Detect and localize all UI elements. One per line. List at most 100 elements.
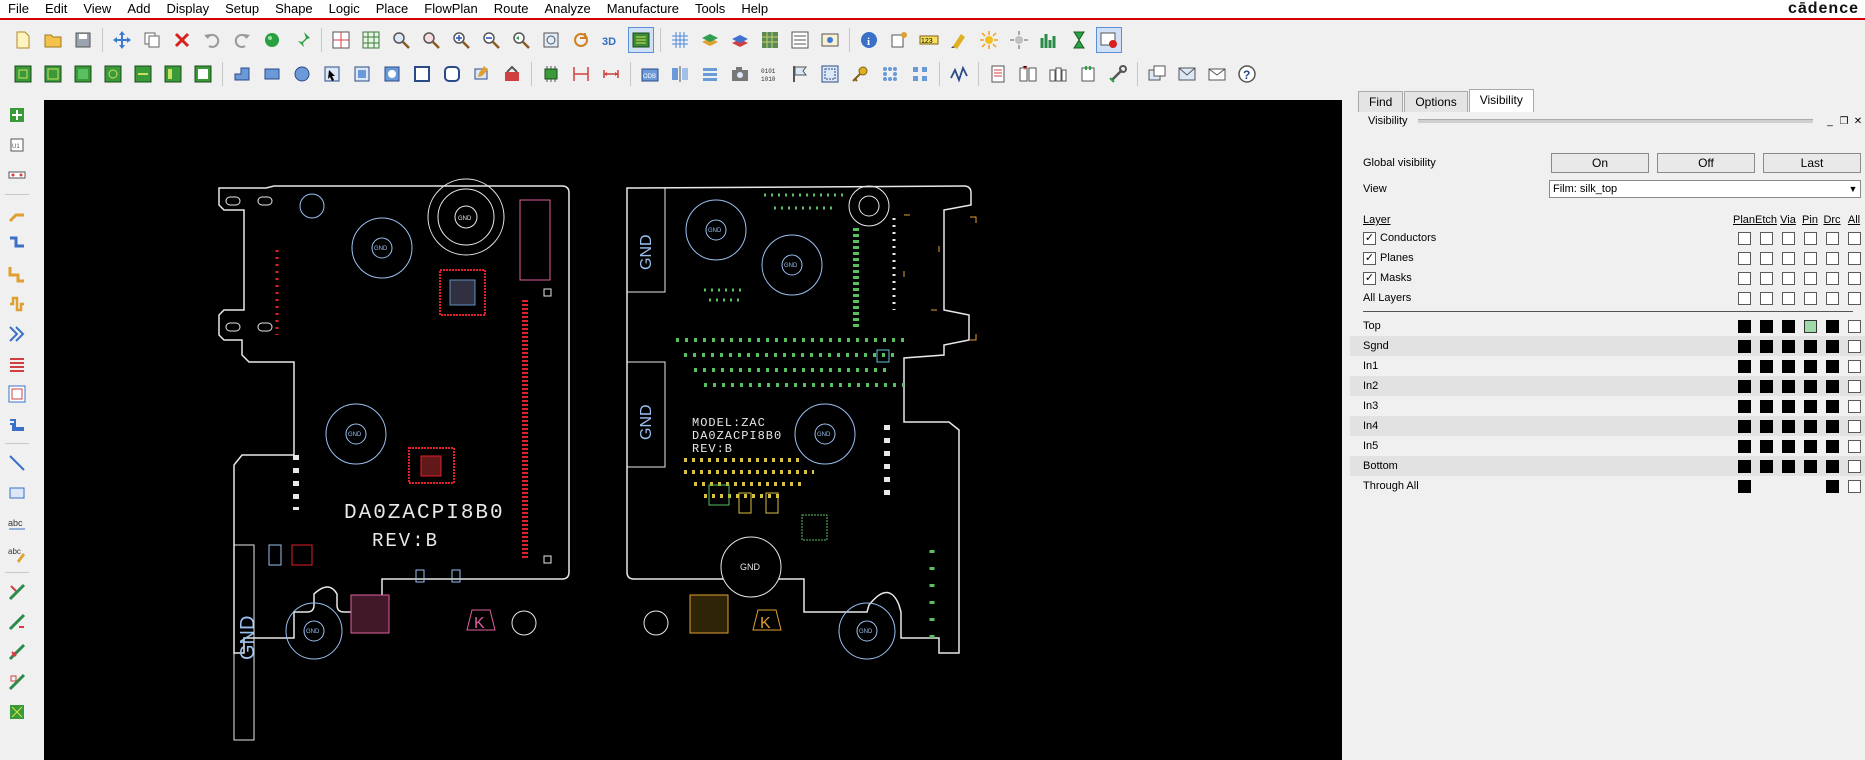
layer-visibility-checkbox[interactable] xyxy=(1825,479,1839,493)
report-icon[interactable] xyxy=(787,27,813,53)
tab-options[interactable]: Options xyxy=(1404,91,1468,112)
layer-visibility-checkbox[interactable] xyxy=(1847,459,1861,473)
shape-rect-icon[interactable] xyxy=(259,61,285,87)
layer-visibility-checkbox[interactable] xyxy=(1847,479,1861,493)
menu-file[interactable]: File xyxy=(8,1,29,16)
layer-group-cell-checkbox[interactable] xyxy=(1803,231,1817,245)
add-component-icon[interactable] xyxy=(4,102,30,128)
layer-color-icon[interactable] xyxy=(697,27,723,53)
zoom-out-icon[interactable] xyxy=(478,27,504,53)
layer-group-cell-checkbox[interactable] xyxy=(1781,291,1795,305)
menu-edit[interactable]: Edit xyxy=(44,1,68,16)
layer-visibility-checkbox[interactable] xyxy=(1781,379,1795,393)
layer-group-cell-checkbox[interactable] xyxy=(1737,251,1751,265)
layer-visibility-checkbox[interactable] xyxy=(1759,459,1773,473)
layer-visibility-checkbox[interactable] xyxy=(1803,319,1817,333)
layer-visibility-checkbox[interactable] xyxy=(1781,399,1795,413)
odb-icon[interactable]: ODB xyxy=(637,61,663,87)
layer-5-icon[interactable] xyxy=(130,61,156,87)
layer-3-icon[interactable] xyxy=(70,61,96,87)
shape-fill-icon[interactable] xyxy=(499,61,525,87)
layer-visibility-checkbox[interactable] xyxy=(1781,459,1795,473)
layer-group-cell-checkbox[interactable] xyxy=(1847,251,1861,265)
grid-toggle-icon[interactable] xyxy=(667,27,693,53)
layer-visibility-checkbox[interactable] xyxy=(1737,319,1751,333)
timing-icon[interactable] xyxy=(1066,27,1092,53)
restore-icon[interactable]: ❐ xyxy=(1839,115,1849,127)
drc-icon[interactable] xyxy=(1096,27,1122,53)
add-text-icon[interactable]: abc xyxy=(4,510,30,536)
cross-section-icon[interactable] xyxy=(697,61,723,87)
zoom-previous-icon[interactable] xyxy=(508,27,534,53)
drc-mark-5-icon[interactable] xyxy=(4,699,30,725)
layer-group-cell-checkbox[interactable] xyxy=(1803,251,1817,265)
layer-visibility-checkbox[interactable] xyxy=(1825,359,1839,373)
layer-visibility-checkbox[interactable] xyxy=(1803,359,1817,373)
grid-layout-icon[interactable] xyxy=(328,27,354,53)
array-icon[interactable] xyxy=(907,61,933,87)
zoom-world-icon[interactable] xyxy=(538,27,564,53)
layer-group-cell-checkbox[interactable] xyxy=(1825,291,1839,305)
layer-group-cell-checkbox[interactable] xyxy=(1759,251,1773,265)
layer-visibility-checkbox[interactable] xyxy=(1759,419,1773,433)
help-icon[interactable]: ? xyxy=(1234,61,1260,87)
layer-group-checkbox[interactable]: ✓ xyxy=(1363,231,1376,245)
board-view-icon[interactable] xyxy=(628,27,654,53)
layer-group-cell-checkbox[interactable] xyxy=(1737,231,1751,245)
layer-visibility-checkbox[interactable] xyxy=(1781,319,1795,333)
connector-icon[interactable] xyxy=(4,162,30,188)
layer-visibility-checkbox[interactable] xyxy=(1825,419,1839,433)
dimension-icon[interactable] xyxy=(568,61,594,87)
shape-step-icon[interactable] xyxy=(229,61,255,87)
layer-group-cell-checkbox[interactable] xyxy=(1781,251,1795,265)
view-select[interactable]: Film: silk_top ▼ xyxy=(1549,180,1861,198)
delete-icon[interactable] xyxy=(169,27,195,53)
layer-visibility-checkbox[interactable] xyxy=(1847,359,1861,373)
fanout-icon[interactable] xyxy=(4,321,30,347)
green-ball-icon[interactable] xyxy=(259,27,285,53)
menu-manufacture[interactable]: Manufacture xyxy=(606,1,679,16)
property-icon[interactable] xyxy=(886,27,912,53)
mirror-icon[interactable] xyxy=(667,61,693,87)
minimize-icon[interactable]: _ xyxy=(1827,115,1833,127)
shape-circle-icon[interactable] xyxy=(289,61,315,87)
layer-visibility-checkbox[interactable] xyxy=(1737,419,1751,433)
menu-add[interactable]: Add xyxy=(127,1,151,16)
tab-find[interactable]: Find xyxy=(1358,91,1404,112)
layer-visibility-checkbox[interactable] xyxy=(1803,379,1817,393)
ifp-icon[interactable] xyxy=(817,27,843,53)
layer-visibility-checkbox[interactable] xyxy=(1737,379,1751,393)
shape-square-icon[interactable] xyxy=(409,61,435,87)
layer-group-cell-checkbox[interactable] xyxy=(1803,271,1817,285)
layer-visibility-checkbox[interactable] xyxy=(1847,339,1861,353)
layer-visibility-checkbox[interactable] xyxy=(1847,399,1861,413)
layer-visibility-checkbox[interactable] xyxy=(1759,359,1773,373)
layer-visibility-checkbox[interactable] xyxy=(1781,439,1795,453)
camera-icon[interactable] xyxy=(727,61,753,87)
board-grid-icon[interactable] xyxy=(757,27,783,53)
dimension-linear-icon[interactable] xyxy=(598,61,624,87)
route-bend-icon[interactable] xyxy=(4,261,30,287)
layer-group-cell-checkbox[interactable] xyxy=(1847,231,1861,245)
delay-tune-icon[interactable] xyxy=(4,291,30,317)
layer-6-icon[interactable] xyxy=(160,61,186,87)
copy-icon[interactable] xyxy=(139,27,165,53)
script-icon[interactable] xyxy=(1075,61,1101,87)
slide-icon[interactable] xyxy=(4,231,30,257)
layer-visibility-checkbox[interactable] xyxy=(1847,419,1861,433)
close-icon[interactable]: ✕ xyxy=(1853,115,1863,127)
layer-group-cell-checkbox[interactable] xyxy=(1759,271,1773,285)
layer-visibility-checkbox[interactable] xyxy=(1803,419,1817,433)
layer-visibility-checkbox[interactable] xyxy=(1825,379,1839,393)
layer-visibility-checkbox[interactable] xyxy=(1759,319,1773,333)
drc-mark-2-icon[interactable] xyxy=(4,609,30,635)
save-icon[interactable] xyxy=(70,27,96,53)
add-line-icon[interactable] xyxy=(4,450,30,476)
layer-visibility-checkbox[interactable] xyxy=(1825,439,1839,453)
layer-group-cell-checkbox[interactable] xyxy=(1759,231,1773,245)
layer-4-icon[interactable] xyxy=(100,61,126,87)
design-canvas[interactable]: GND GND GND GND DA0ZACPI8B0 REV:B GND K xyxy=(44,100,1342,760)
tab-visibility[interactable]: Visibility xyxy=(1468,89,1534,112)
layer-visibility-checkbox[interactable] xyxy=(1781,359,1795,373)
layer-visibility-checkbox[interactable] xyxy=(1825,399,1839,413)
